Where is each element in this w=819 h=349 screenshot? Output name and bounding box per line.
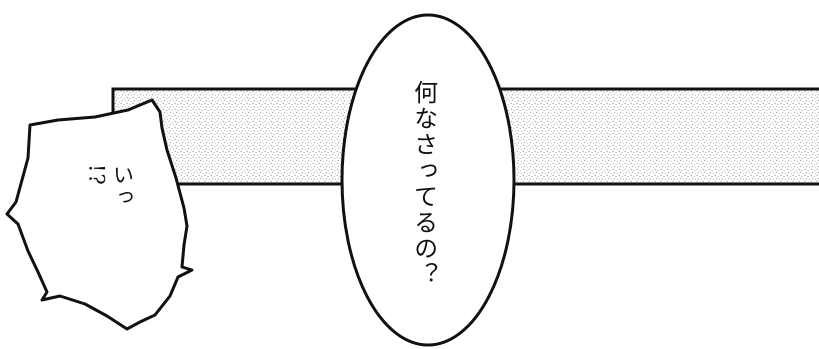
jagged-speech-bubble	[5, 98, 194, 331]
jagged-bubble-text: いっ !?	[83, 164, 136, 208]
oval-speech-bubble	[340, 13, 516, 347]
jagged-bubble-line-2: !?	[84, 164, 109, 186]
jagged-bubble-line-1: いっ	[110, 164, 135, 208]
oval-bubble-text: 何なさってるの？	[409, 80, 438, 288]
